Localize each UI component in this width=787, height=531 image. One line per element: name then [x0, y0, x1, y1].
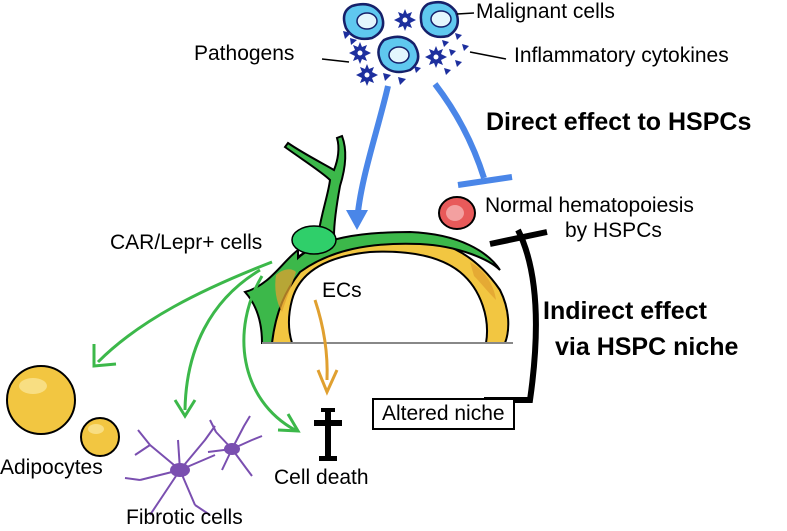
fibrotic-cell-body — [224, 443, 240, 455]
indirect-effect-label-line2: via HSPC niche — [555, 333, 739, 361]
blue-arrowhead — [346, 210, 368, 230]
orange-arrowhead — [316, 369, 339, 396]
ecs-label: ECs — [322, 279, 362, 302]
cytokines-leader-line — [469, 51, 507, 60]
pathogens-leader-line — [321, 58, 350, 63]
normal-hematopoiesis-label-line2: by HSPCs — [565, 219, 662, 242]
cell-death-label: Cell death — [274, 466, 369, 489]
blue-inhibition-bar — [457, 174, 513, 188]
cytokine-particles — [343, 31, 469, 85]
fibrotic-cells-label: Fibrotic cells — [126, 506, 243, 529]
inflammatory-cytokines-label: Inflammatory cytokines — [514, 44, 729, 67]
pathogen — [425, 46, 447, 68]
malignant-cells-label: Malignant cells — [476, 0, 615, 23]
malignant-leader-line — [456, 12, 475, 15]
adipocyte — [6, 365, 76, 435]
malignant-cell — [377, 35, 420, 74]
adipocytes-label: Adipocytes — [0, 456, 103, 479]
black-inhibition-line — [484, 228, 539, 403]
fibrotic-cell — [207, 415, 263, 477]
fibrotic-cell-body — [170, 463, 190, 477]
cell-death-icon — [314, 408, 342, 461]
pathogen — [394, 9, 416, 31]
altered-niche-box: Altered niche — [372, 398, 515, 430]
direct-effect-label: Direct effect to HSPCs — [486, 108, 752, 136]
pathogen — [349, 42, 371, 64]
orange-arrow — [313, 299, 329, 381]
blue-inhibition-line — [432, 82, 487, 179]
green-arrows — [92, 260, 301, 433]
malignant-cell — [342, 3, 385, 41]
indirect-effect-label-line1: Indirect effect — [543, 297, 707, 325]
malignant-cell — [419, 1, 459, 39]
fibrotic-cell — [124, 425, 216, 516]
car-lepr-cells-label: CAR/Lepr+ cells — [110, 231, 263, 254]
pathogen — [356, 64, 378, 86]
blue-arrow-to-niche — [354, 85, 391, 223]
hspc-cell — [438, 196, 476, 230]
normal-hematopoiesis-label-line1: Normal hematopoiesis — [485, 194, 694, 217]
black-inhibition-bar — [489, 229, 548, 247]
pathogens-label: Pathogens — [194, 42, 295, 65]
vessel-niche — [243, 134, 510, 344]
adipocyte — [80, 417, 120, 457]
